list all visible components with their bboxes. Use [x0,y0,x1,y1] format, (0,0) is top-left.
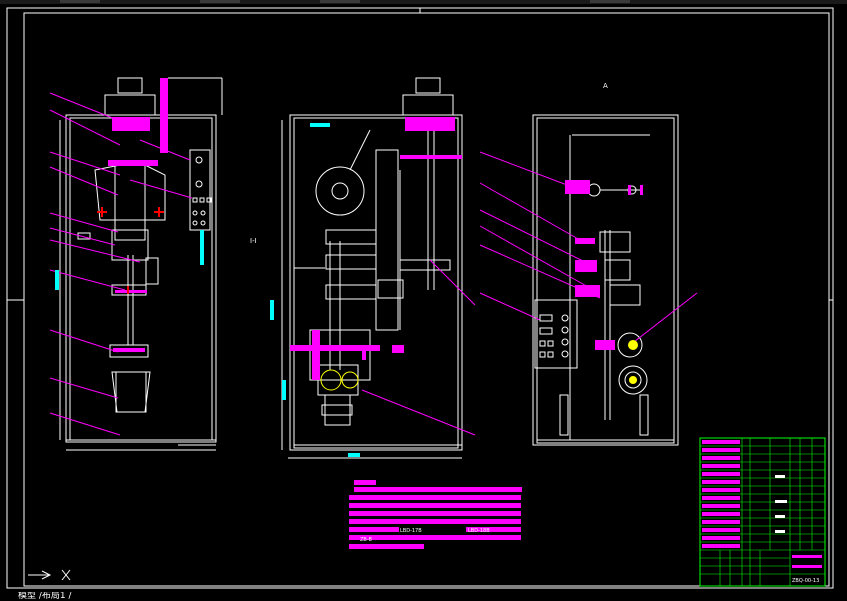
dimension-text [200,230,204,265]
ucs-icon [28,569,71,581]
side-view [270,77,476,459]
part-ref-b: LBD-18B [468,528,490,534]
front-view [49,77,223,451]
drawing-number: ZBQ-00-13 [792,578,819,584]
view-marks: A I-I [250,82,608,245]
layout-tabs[interactable]: 模型 /布局1 / [0,592,847,601]
tab-model[interactable]: 模型 /布局1 / [18,592,72,601]
dimension-text [55,270,59,290]
top-strip [0,0,847,4]
technical-notes [349,480,522,549]
drawing-frame [6,7,834,589]
svg-text:I-I: I-I [250,237,257,245]
svg-text:A: A [603,82,608,90]
part-ref-c: ZB-B [360,537,372,543]
rear-view [479,114,698,446]
part-ref-a: LBD-17B [400,528,422,534]
title-block: ZBQ-00-13 [699,437,826,587]
